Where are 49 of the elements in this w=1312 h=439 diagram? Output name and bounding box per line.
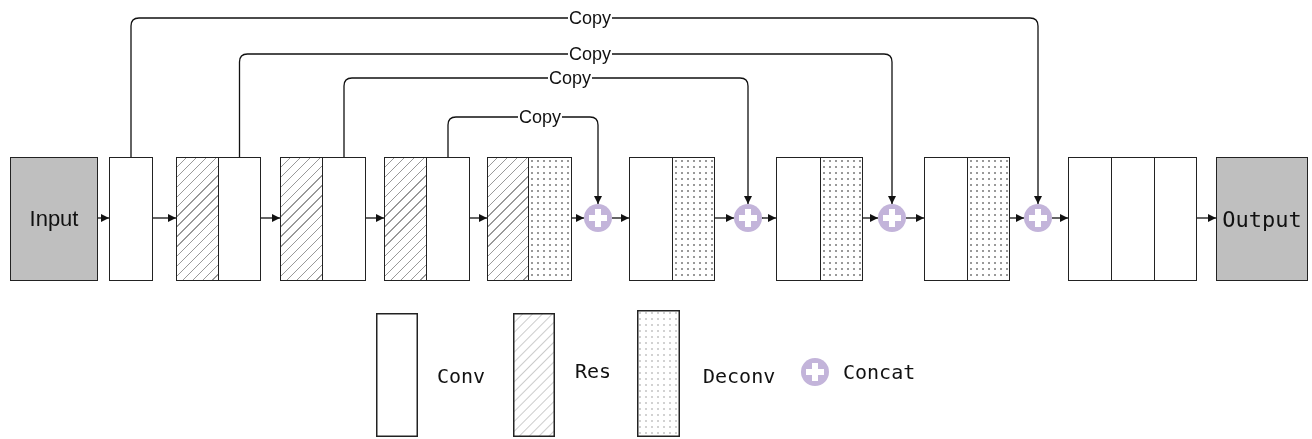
conv-block — [776, 157, 821, 281]
arrow — [571, 214, 585, 222]
arrow — [862, 214, 879, 222]
edge-label: Copy — [548, 68, 592, 88]
arrow — [97, 214, 110, 222]
conv-block — [924, 157, 968, 281]
concat-circle — [1024, 204, 1052, 232]
concat-circle — [734, 204, 762, 232]
arrow — [611, 214, 630, 222]
conv-block — [218, 157, 261, 281]
res-block — [280, 157, 323, 281]
legend-label: Res — [575, 359, 612, 383]
deconv-block — [528, 157, 572, 281]
res-block — [384, 157, 427, 281]
arrow — [469, 214, 488, 222]
res-block — [176, 157, 219, 281]
arrow — [1051, 214, 1069, 222]
conv-block — [1111, 157, 1155, 281]
deconv-block — [820, 157, 863, 281]
arrow — [365, 214, 385, 222]
legend-label: Concat — [843, 360, 916, 384]
conv-block — [109, 157, 153, 281]
conv-block — [322, 157, 366, 281]
deconv-block — [967, 157, 1010, 281]
res-block — [487, 157, 529, 281]
arrow — [905, 214, 925, 222]
arrow — [1009, 214, 1025, 222]
arrow — [1196, 214, 1217, 222]
concat-circle — [584, 204, 612, 232]
concat-circle — [878, 204, 906, 232]
io-box: Input — [10, 157, 98, 281]
legend-label: Conv — [437, 364, 486, 388]
arrow — [238, 53, 896, 205]
conv-block — [1068, 157, 1112, 281]
arrow — [130, 17, 1042, 205]
arrow — [343, 77, 752, 205]
legend-label: Deconv — [703, 364, 776, 388]
edge-label: Copy — [518, 107, 562, 127]
io-box: Output — [1216, 157, 1308, 281]
deconv-block — [672, 157, 715, 281]
arrow — [714, 214, 735, 222]
arrow — [152, 214, 177, 222]
conv-block — [1154, 157, 1197, 281]
edge-label: Copy — [568, 44, 612, 64]
conv-block — [629, 157, 673, 281]
arrow — [761, 214, 777, 222]
arrow — [260, 214, 281, 222]
conv-block — [426, 157, 470, 281]
edge-label: Copy — [568, 8, 612, 28]
